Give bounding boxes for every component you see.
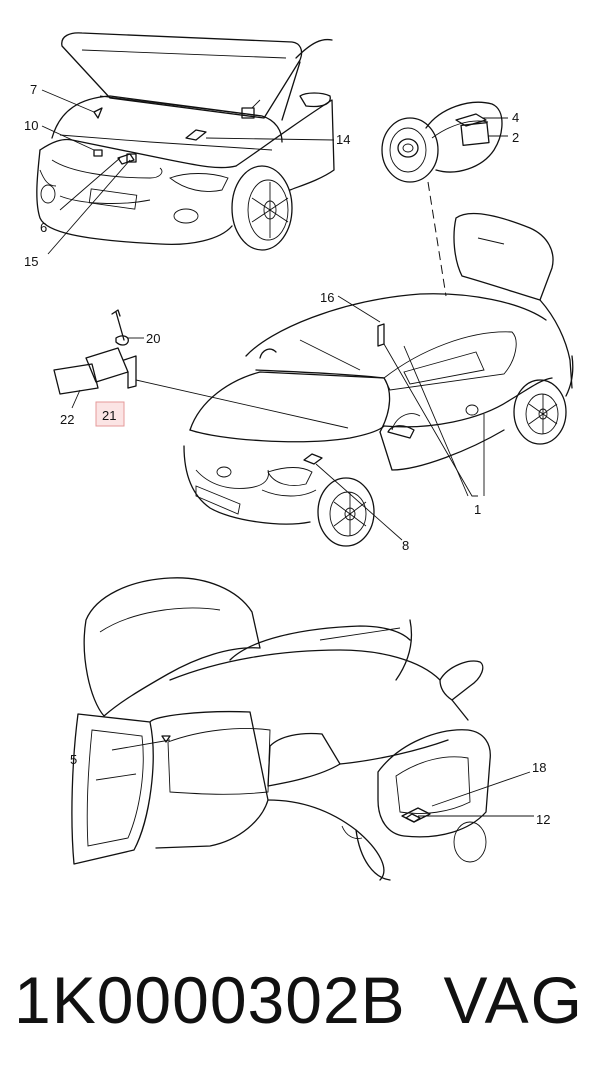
callouts: 7 10 14 6 15 4 2 16 20 22 21 1 8 5 18 12 [24,82,550,827]
callout-16: 16 [320,290,334,305]
fuel-flap-view [381,101,503,297]
part-number: 1K0000302B [14,963,406,1037]
callout-14: 14 [336,132,350,147]
callout-1: 1 [474,502,481,517]
callout-21: 21 [102,408,116,423]
leader-lines [41,89,534,817]
callout-7: 7 [30,82,37,97]
callout-22: 22 [60,412,74,427]
callout-15: 15 [24,254,38,269]
callout-4: 4 [512,110,519,125]
brand-label: VAG [443,963,584,1037]
front-view-hood-open [36,32,335,251]
label-parts-detail [53,309,349,429]
callout-12: 12 [536,812,550,827]
callout-8: 8 [402,538,409,553]
callout-5: 5 [70,752,77,767]
interior-view [71,577,491,881]
callout-10: 10 [24,118,38,133]
callout-2: 2 [512,130,519,145]
callout-6: 6 [40,220,47,235]
main-car-view [183,212,574,547]
callout-21-highlight [95,401,125,427]
callout-20: 20 [146,331,160,346]
callout-18: 18 [532,760,546,775]
footer: 1K0000302B VAG [0,950,600,1050]
parts-diagram: 7 10 14 6 15 4 2 16 20 22 21 1 8 5 18 12 [24,32,574,881]
